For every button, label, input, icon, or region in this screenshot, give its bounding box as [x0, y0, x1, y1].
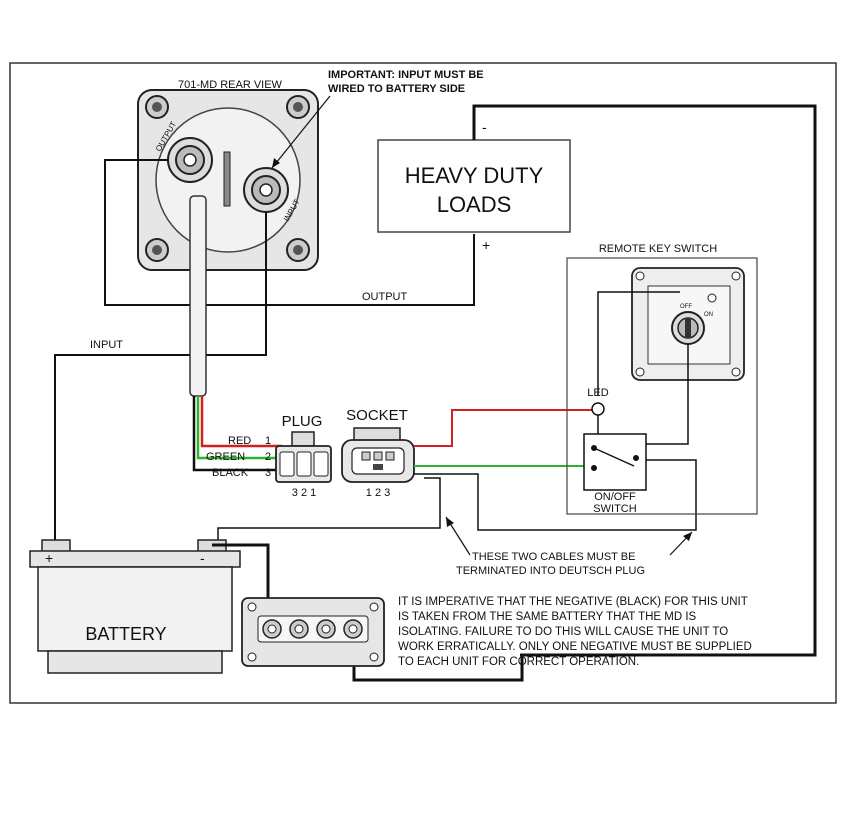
socket-pin-numbers: 1 2 3 — [366, 487, 390, 499]
switch-label-line2: SWITCH — [593, 503, 636, 515]
negative-note: IT IS IMPERATIVE THAT THE NEGATIVE (BLAC… — [398, 596, 752, 668]
wire-red-label: RED — [228, 435, 251, 447]
output-wire-label: OUTPUT — [362, 291, 408, 303]
important-note-line1: IMPORTANT: INPUT MUST BE — [328, 69, 484, 81]
main-wiring — [54, 104, 817, 657]
plug-pin-numbers: 3 2 1 — [292, 487, 316, 499]
mounting-bolt-icon — [145, 95, 310, 262]
negative-note-line5: TO EACH UNIT FOR CORRECT OPERATION. — [398, 656, 639, 668]
negative-note-line3: ISOLATING. FAILURE TO DO THIS WILL CAUSE… — [398, 626, 728, 638]
green-control-wire — [196, 396, 282, 460]
negative-busbar — [241, 597, 385, 667]
solenoid-divider — [223, 151, 231, 207]
key-cylinder-icon — [671, 311, 705, 345]
heavy-duty-loads: HEAVY DUTY LOADS - + — [377, 119, 571, 253]
remote-switch-frame — [566, 257, 758, 515]
remote-wire-led — [597, 291, 680, 396]
cables-note-line2: TERMINATED INTO DEUTSCH PLUG — [456, 565, 645, 577]
negative-note-line1: IT IS IMPERATIVE THAT THE NEGATIVE (BLAC… — [398, 596, 748, 608]
plug-connector: PLUG 3 2 1 — [275, 413, 332, 499]
negative-note-line4: WORK ERRATICALLY. ONLY ONE NEGATIVE MUST… — [398, 641, 752, 653]
socket-red-wire — [414, 409, 598, 447]
input-wire — [54, 212, 267, 545]
wire-red-num: 1 — [265, 435, 271, 447]
led-label: LED — [587, 387, 608, 399]
key-on-label: ON — [704, 312, 713, 318]
input-wire-label: INPUT — [90, 339, 123, 351]
output-terminal-icon — [167, 137, 213, 183]
arrowhead-icon — [446, 517, 454, 527]
control-cable-sheath — [189, 195, 207, 397]
solenoid-unit: 701-MD REAR VIEW OUTPUT INPUT — [137, 79, 319, 271]
important-note-pointer — [271, 95, 331, 169]
wire-green-num: 2 — [265, 451, 271, 463]
plug-title: PLUG — [282, 413, 323, 430]
socket-title: SOCKET — [346, 407, 408, 424]
loads-line2: LOADS — [437, 192, 512, 217]
loads-line1: HEAVY DUTY — [405, 163, 544, 188]
switch-label-line1: ON/OFF — [594, 491, 636, 503]
key-off-label: OFF — [680, 304, 692, 310]
led-icon — [591, 402, 605, 416]
switch-blade-icon — [593, 447, 635, 467]
loads-plus: + — [482, 237, 490, 253]
output-wire — [104, 159, 475, 306]
loads-minus: - — [482, 119, 487, 135]
battery: + - BATTERY — [29, 539, 241, 674]
socket-connector: SOCKET 1 2 3 — [341, 407, 415, 499]
negative-note-line2: IS TAKEN FROM THE SAME BATTERY THAT THE … — [398, 611, 697, 623]
loads-box — [377, 139, 571, 233]
cables-note-line1: THESE TWO CABLES MUST BE — [472, 551, 635, 563]
socket-black-wire-a — [414, 459, 697, 531]
wire-black-label: BLACK — [212, 467, 249, 479]
battery-minus-label: - — [200, 550, 205, 566]
battery-plus-label: + — [45, 550, 53, 566]
led-indicator-icon — [707, 293, 717, 303]
wire-green-label: GREEN — [206, 451, 245, 463]
remote-switch-title: REMOTE KEY SWITCH — [599, 243, 717, 255]
on-off-switch-box — [583, 433, 647, 491]
socket-black-wire-b — [217, 477, 441, 545]
important-note-line2: WIRED TO BATTERY SIDE — [328, 83, 465, 95]
arrowhead-icon — [683, 532, 692, 541]
solenoid-title: 701-MD REAR VIEW — [178, 79, 283, 91]
battery-body — [37, 566, 233, 652]
diagram-frame — [9, 62, 837, 704]
wire-black-num: 3 — [265, 467, 271, 479]
mounting-screw-icon — [635, 271, 741, 377]
remote-wire-switch — [640, 344, 689, 445]
red-control-wire — [200, 396, 282, 448]
busbar-stud-icon — [262, 619, 363, 639]
remote-key-switch: REMOTE KEY SWITCH OFF ON LED ON/OFF — [566, 243, 758, 515]
battery-base — [47, 650, 223, 674]
black-control-wire — [192, 396, 282, 472]
battery-lid — [29, 550, 241, 568]
input-terminal-icon — [243, 167, 289, 213]
loads-negative-wire — [472, 104, 817, 657]
battery-label: BATTERY — [85, 624, 166, 644]
arrowhead-icon — [272, 158, 280, 168]
